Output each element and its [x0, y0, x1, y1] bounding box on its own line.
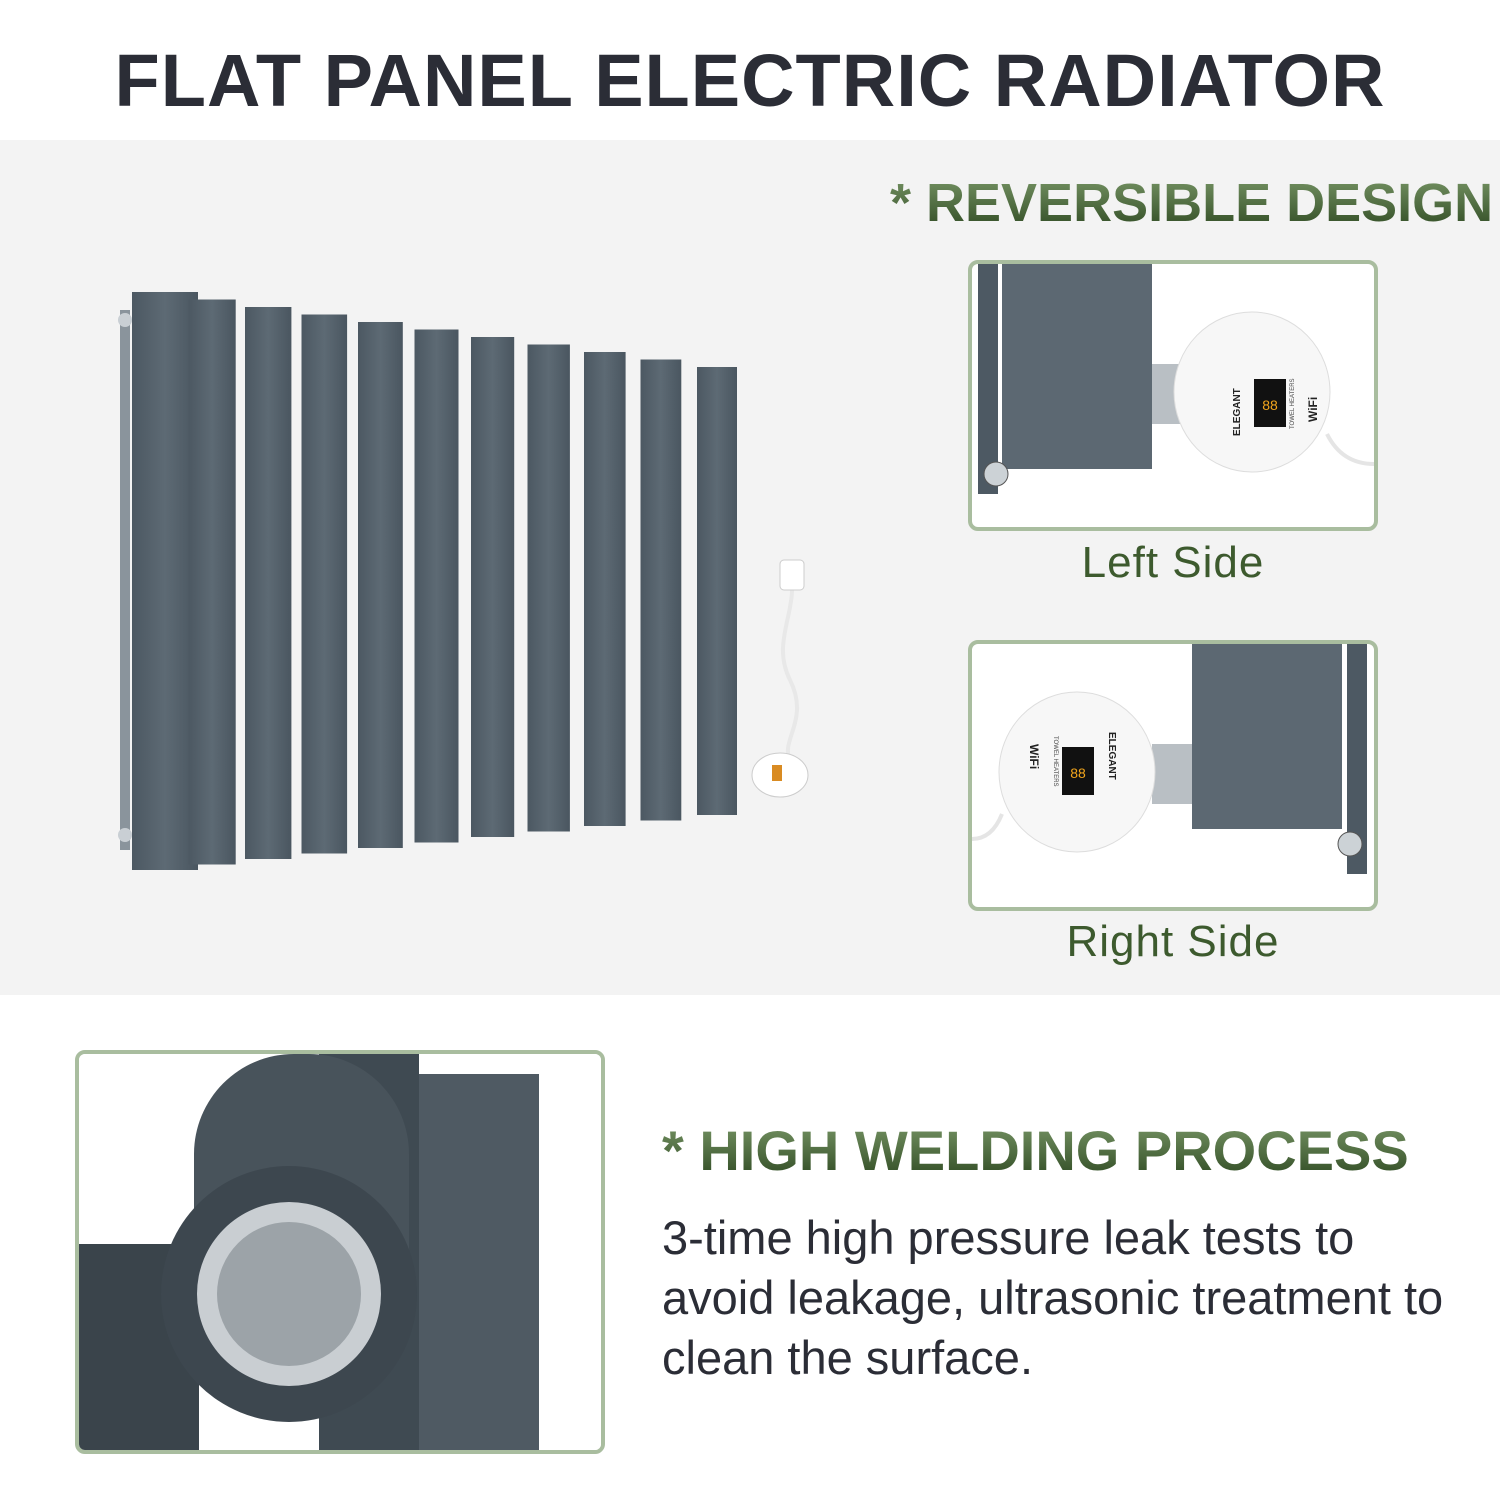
radiator-panel — [471, 337, 515, 837]
welding-closeup-image — [75, 1050, 605, 1454]
controller-display: 88 — [1262, 397, 1278, 413]
controller-sub: TOWEL HEATERS — [1290, 378, 1296, 429]
radiator-panel — [132, 292, 198, 870]
left-side-label: Left Side — [1081, 538, 1265, 587]
page-title: FLAT PANEL ELECTRIC RADIATOR — [114, 39, 1386, 122]
right-side-image: 88 ELEGANT TOWEL HEATERS WiFi — [968, 640, 1378, 911]
radiator-panel — [584, 352, 626, 826]
radiator-panel — [188, 299, 236, 865]
controller-display: 88 — [1070, 765, 1086, 781]
radiator-panel — [527, 344, 570, 832]
reversible-design-heading: * REVERSIBLE DESIGN — [890, 173, 1494, 233]
welding-heading: * HIGH WELDING PROCESS — [662, 1119, 1409, 1182]
radiator-panel — [245, 307, 292, 859]
welding-description: 3-time high pressure leak tests to avoid… — [662, 1211, 1444, 1384]
radiator-panel — [301, 314, 348, 854]
controller-sub: TOWEL HEATERS — [1052, 736, 1058, 787]
wifi-icon: WiFi — [1027, 744, 1041, 769]
radiator-panel — [358, 322, 403, 848]
radiator-panel — [414, 329, 459, 843]
left-side-image: 88 ELEGANT TOWEL HEATERS WiFi — [968, 260, 1378, 531]
wifi-icon: WiFi — [1306, 397, 1320, 422]
right-side-label: Right Side — [1066, 917, 1280, 966]
radiator-image — [118, 292, 809, 870]
controller-brand: ELEGANT — [1106, 732, 1117, 780]
radiator-panel — [640, 359, 682, 821]
controller-brand: ELEGANT — [1232, 388, 1243, 436]
radiator-panel — [697, 367, 737, 815]
